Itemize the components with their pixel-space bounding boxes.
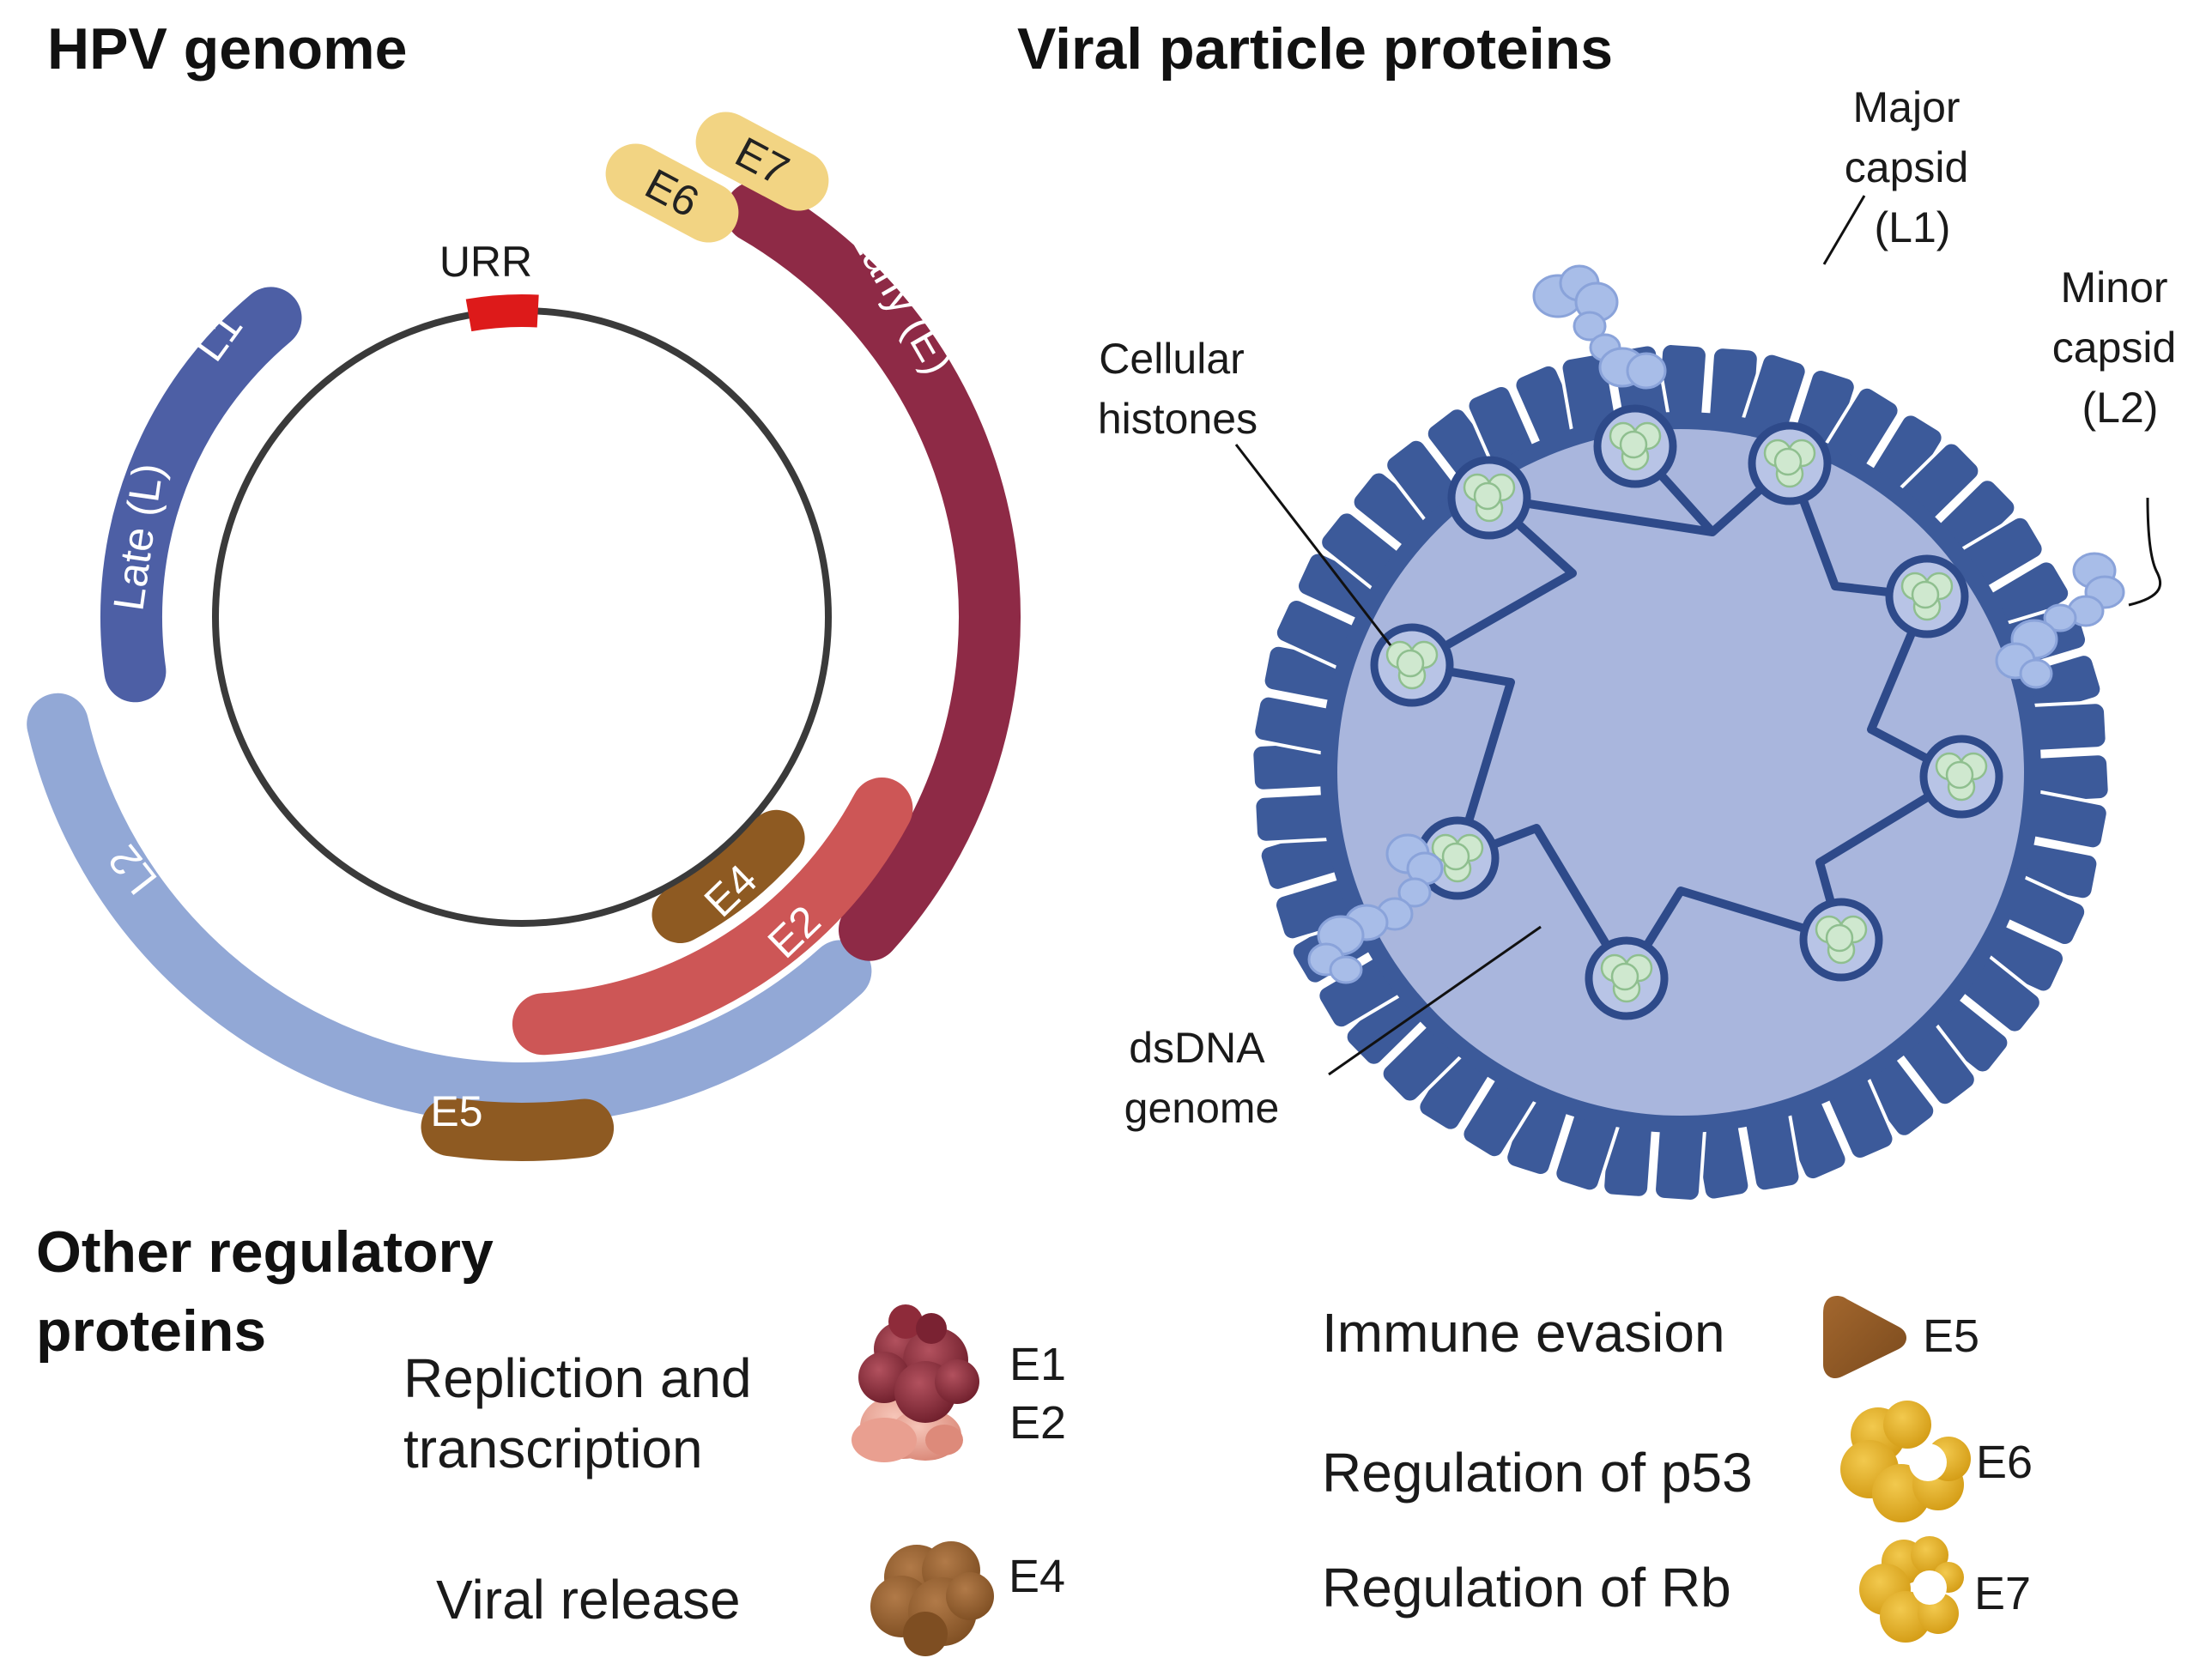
major-capsid-label-2: capsid [1845, 143, 1969, 191]
e5-label: E5 [1923, 1310, 1979, 1362]
minor-capsid-leader [2128, 497, 2162, 607]
histone-nucleosome [1919, 735, 2003, 819]
svg-text:dsDNA genome: dsDNA genome [1124, 1024, 1280, 1132]
minor-capsid-label-2: capsid [2052, 324, 2177, 372]
p53-function: Regulation of p53 [1322, 1442, 1753, 1504]
genome-title: HPV genome [47, 16, 407, 82]
histones-label-2: histones [1098, 395, 1258, 443]
e4-label: E4 [1009, 1551, 1065, 1602]
segment-e2 [512, 778, 913, 1056]
regulatory-title-line1: Other regulatory [36, 1219, 494, 1285]
histones-leader [1234, 444, 1392, 646]
genome-circle [212, 307, 832, 927]
dsdna-label-1: dsDNA [1129, 1024, 1265, 1072]
release-function: Viral release [436, 1569, 741, 1631]
rb-function: Regulation of Rb [1322, 1557, 1731, 1619]
segment-e4 [651, 809, 805, 943]
minor-capsid-label-1: Minor [2061, 263, 2168, 312]
histone-nucleosome [1885, 554, 1969, 638]
histone-nucleosome [1799, 898, 1883, 982]
regulatory-legend: Repliction and transcription E1 E2 Viral… [403, 1296, 2033, 1656]
histones-label-1: Cellular [1099, 335, 1245, 383]
svg-text:Minor capsid (L2): Minor capsid (L2) [2052, 263, 2188, 432]
segment-l2 [27, 693, 872, 1124]
e6-protein-icon [1840, 1401, 1971, 1522]
e4-protein-icon [870, 1541, 994, 1656]
svg-text:Cellular histones: Cellular histones [1098, 335, 1258, 443]
dsdna-genome-strand [1408, 442, 1966, 983]
e6-label: E6 [1976, 1437, 2033, 1488]
replication-function-line1: Repliction and [403, 1347, 752, 1409]
e2-label: E2 [1009, 1397, 1066, 1449]
segment-late-l1 [100, 287, 302, 703]
urr-label: URR [439, 238, 532, 286]
immune-function: Immune evasion [1322, 1302, 1725, 1364]
histone-nucleosome [1748, 421, 1832, 505]
segment-e5 [421, 1098, 615, 1161]
histone-nucleosome [1593, 404, 1677, 488]
cellular-histones-group [1370, 404, 2003, 1020]
e1-label: E1 [1009, 1339, 1066, 1390]
minor-capsid-l2-protein [1307, 264, 2125, 984]
capsomer [2018, 700, 2112, 806]
major-capsid-leader [1822, 195, 1866, 265]
segment-early [724, 181, 1021, 961]
hpv-genome-map: URR E6 E7 L1 Late (L) L2 Early (E) E2 E4… [27, 112, 1021, 1161]
viral-particle: Major capsid (L1) Minor capsid (L2) Cell… [1098, 83, 2188, 1203]
minor-capsid-label-3: (L2) [2082, 384, 2159, 432]
segment-e6 [605, 143, 739, 243]
svg-text:Major capsid (L1): Major capsid (L1) [1845, 83, 1980, 251]
dsdna-leader [1328, 925, 1542, 1076]
replication-function-line2: transcription [403, 1418, 703, 1479]
dsdna-label-2: genome [1124, 1084, 1280, 1132]
histone-nucleosome [1585, 936, 1669, 1020]
urr-marker [465, 294, 539, 332]
segment-e7 [695, 112, 829, 211]
e1-e2-complex-icon [851, 1304, 979, 1462]
major-capsid-label-3: (L1) [1875, 203, 1951, 251]
e7-protein-icon [1859, 1536, 1964, 1643]
particle-title: Viral particle proteins [1017, 16, 1613, 82]
segment-e5-label: E5 [430, 1087, 482, 1135]
regulatory-title-line2: proteins [36, 1298, 266, 1364]
e7-label: E7 [1974, 1568, 2031, 1619]
histone-nucleosome [1447, 456, 1531, 540]
histone-nucleosome [1370, 623, 1454, 707]
e5-protein-icon [1823, 1296, 1906, 1379]
major-capsid-label-1: Major [1853, 83, 1960, 131]
